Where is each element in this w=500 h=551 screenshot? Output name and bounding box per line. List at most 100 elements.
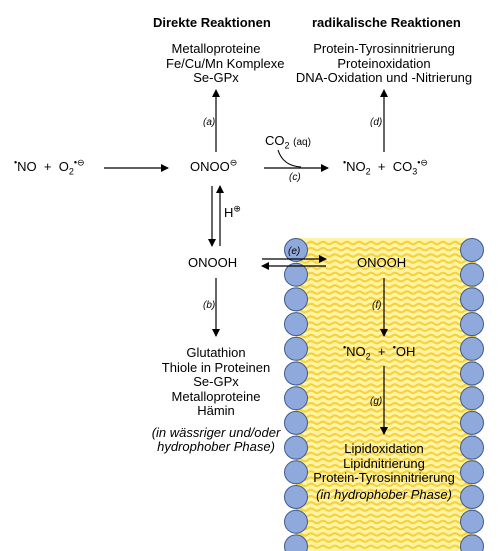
lipid-target-3: Protein-Tyrosinnitrierung <box>313 470 455 485</box>
proton-text: H <box>224 205 234 220</box>
lipid-tail <box>295 538 477 543</box>
lipid-tail <box>295 358 477 364</box>
aqueous-target-3: Se-GPx <box>193 374 239 389</box>
label-b: (b) <box>203 300 216 311</box>
co3-text: CO <box>392 159 413 174</box>
lipid-tail <box>295 315 477 320</box>
superoxide-charge: ⊖ <box>77 157 85 168</box>
lipid-head <box>284 386 308 411</box>
lipid-tail <box>295 476 477 481</box>
no2-text-m: NO <box>346 344 366 359</box>
lipid-head <box>284 312 308 337</box>
superoxide: O <box>58 159 69 174</box>
no2-dot: • <box>343 157 347 168</box>
superoxide-dot: • <box>73 157 78 168</box>
proton-charge: ⊕ <box>233 203 241 214</box>
lipid-head <box>284 485 308 509</box>
lipid-tail <box>295 240 477 246</box>
lipid-tail <box>295 519 477 525</box>
lipid-tail <box>295 414 477 419</box>
lipid-tail <box>295 494 477 500</box>
aqueous-target-4: Metalloproteine <box>171 388 261 404</box>
lipid-note: (in hydrophober Phase) <box>316 486 452 502</box>
radical-target-2: Proteinoxidation <box>337 55 431 71</box>
lipid-head <box>460 361 484 386</box>
onooh-lipid: ONOOH <box>357 255 407 270</box>
lipid-head <box>460 386 484 411</box>
lipid-head <box>284 262 308 287</box>
lipid-tail <box>295 451 477 457</box>
lipid-tail <box>295 271 477 277</box>
radical-dot: • <box>14 157 18 168</box>
lipid-head <box>460 435 484 460</box>
co2-text: CO <box>265 133 285 148</box>
aqueous-note-2: hydrophober Phase) <box>157 439 275 454</box>
aqueous-target-5: Hämin <box>197 403 235 418</box>
lipid-tail <box>295 501 477 506</box>
lipid-head <box>460 262 484 287</box>
lipid-head <box>460 336 484 361</box>
no2-text: NO <box>346 159 366 174</box>
lipid-tail <box>295 470 477 475</box>
lipid-head <box>460 509 484 534</box>
no2-dot-m: • <box>343 342 347 353</box>
lipid-head <box>460 312 484 337</box>
lipid-tail <box>295 420 477 426</box>
lipid-tail <box>295 277 477 283</box>
radical-target-1: Protein-Tyrosinnitrierung <box>313 41 455 56</box>
lipid-tail <box>295 265 477 271</box>
nitric-oxide: NO <box>17 159 37 174</box>
no2-sub-m: 2 <box>365 351 371 362</box>
lipid-head <box>460 410 484 435</box>
lipid-tail <box>295 507 477 512</box>
lipid-head <box>284 509 308 534</box>
lipid-tail <box>295 488 477 494</box>
co3-sub: 3 <box>412 166 418 177</box>
radical-products: •NO2 + CO3•⊖ <box>343 157 428 177</box>
radical-target-3: DNA-Oxidation und -Nitrierung <box>295 70 473 85</box>
lipid-targets: Lipidoxidation Lipidnitrierung Protein-T… <box>300 441 468 502</box>
plus-sign-2: + <box>377 159 386 174</box>
co3-charge: ⊖ <box>420 157 428 168</box>
label-a: (a) <box>203 117 216 128</box>
lipid-tail <box>295 482 477 488</box>
plus-sign: + <box>43 159 52 174</box>
direct-targets: Metalloproteine Fe/Cu/Mn Komplexe Se-GPx <box>166 41 285 86</box>
peroxynitrite: ONOO⊖ <box>190 158 237 175</box>
lipid-head <box>284 460 308 485</box>
proton: H⊕ <box>224 203 241 221</box>
hydroxyl: OH <box>395 344 416 359</box>
lipid-tail <box>295 296 477 302</box>
co3-dot: • <box>417 157 421 168</box>
direct-target-3: Se-GPx <box>193 70 239 85</box>
label-c: (c) <box>289 172 301 183</box>
lipid-tail <box>295 246 477 252</box>
lipid-tail <box>295 339 477 345</box>
co2-aq: (aq) <box>293 137 311 148</box>
lipid-tail <box>295 321 477 326</box>
onooh-aqueous: ONOOH <box>188 255 238 270</box>
lipid-tail <box>295 544 477 550</box>
lipid-tail <box>295 389 477 395</box>
label-d: (d) <box>370 117 383 128</box>
lipid-head <box>460 460 484 485</box>
lipid-head <box>284 435 308 460</box>
lipid-head <box>284 336 308 361</box>
label-e: (e) <box>288 246 301 257</box>
lipid-tail <box>295 302 477 308</box>
lipid-tail <box>295 370 477 376</box>
lipid-tail <box>295 408 477 413</box>
header-radical: radikalische Reaktionen <box>312 15 461 30</box>
lipid-tail <box>295 457 477 463</box>
label-f: (f) <box>372 300 382 311</box>
lipid-tail <box>295 364 477 370</box>
aqueous-target-2: Thiole in Proteinen <box>161 359 271 375</box>
lipid-tail <box>295 290 477 295</box>
lipid-head <box>284 534 308 551</box>
lipid-tail <box>295 463 477 469</box>
aqueous-targets: Glutathion Thiole in Proteinen Se-GPx Me… <box>138 345 294 455</box>
co2: CO2 (aq) <box>265 133 311 151</box>
lipid-tail <box>295 377 477 382</box>
no2-sub: 2 <box>365 166 371 177</box>
